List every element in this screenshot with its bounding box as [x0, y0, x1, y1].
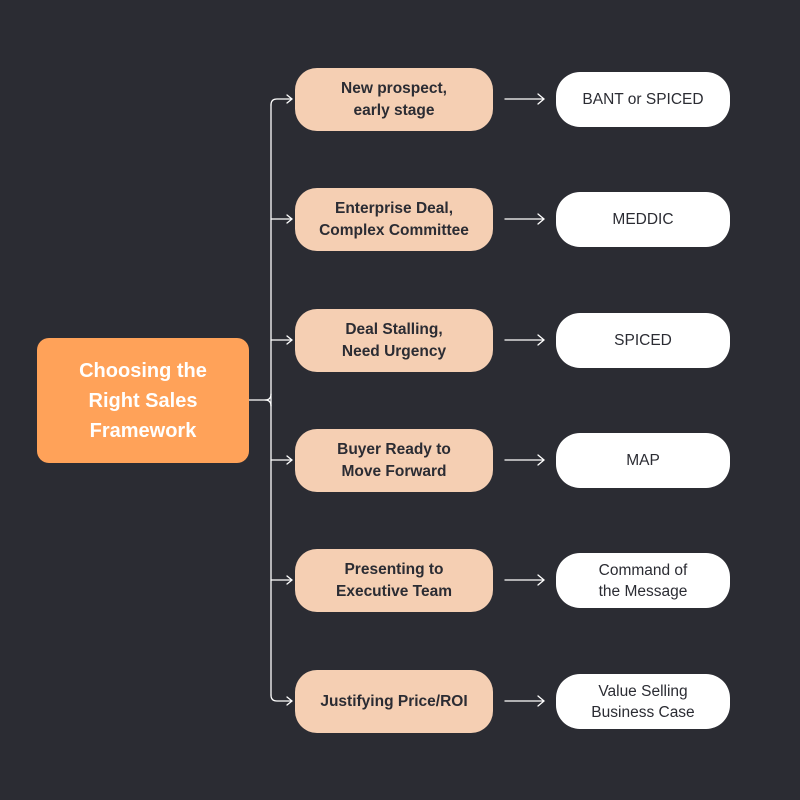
result-arrowhead: [537, 695, 545, 707]
scenario-node-new-prospect: New prospect, early stage: [295, 68, 493, 131]
scenario-node-buyer-ready: Buyer Ready to Move Forward: [295, 429, 493, 492]
scenario-node-deal-stalling: Deal Stalling, Need Urgency: [295, 309, 493, 372]
result-arrowhead: [537, 334, 545, 346]
branch-arrowhead: [286, 696, 293, 706]
framework-label: SPICED: [614, 332, 672, 349]
scenario-node-justifying-price: Justifying Price/ROI: [295, 670, 493, 733]
branch-arrowhead: [286, 575, 293, 585]
branch-connector: [270, 98, 293, 106]
scenario-label: Buyer Ready to Move Forward: [337, 440, 451, 480]
root-node: Choosing the Right Sales Framework: [37, 338, 249, 463]
root-label: Choosing the Right Sales Framework: [79, 359, 207, 442]
framework-label: Value Selling Business Case: [591, 682, 695, 721]
framework-node-spiced: SPICED: [556, 313, 730, 368]
branch-arrowhead: [286, 455, 293, 465]
result-arrowhead: [537, 574, 545, 586]
scenario-label: Enterprise Deal, Complex Committee: [319, 199, 469, 239]
scenario-node-presenting-executive: Presenting to Executive Team: [295, 549, 493, 612]
framework-node-meddic: MEDDIC: [556, 192, 730, 247]
branch-arrowhead: [286, 335, 293, 345]
framework-node-command-of-message: Command of the Message: [556, 553, 730, 608]
framework-node-bant-spiced: BANT or SPICED: [556, 72, 730, 127]
framework-label: Command of the Message: [598, 561, 688, 600]
framework-label: MAP: [626, 452, 660, 469]
scenario-label: Presenting to Executive Team: [335, 560, 453, 600]
framework-label: MEDDIC: [612, 211, 674, 228]
scenario-label: Justifying Price/ROI: [320, 692, 468, 710]
framework-node-value-selling: Value Selling Business Case: [556, 674, 730, 729]
scenario-label: New prospect, early stage: [341, 79, 447, 119]
scenario-node-enterprise-deal: Enterprise Deal, Complex Committee: [295, 188, 493, 251]
branch-arrowhead: [286, 214, 293, 224]
branch-connector: [270, 694, 293, 702]
result-arrowhead: [537, 213, 545, 225]
framework-node-map: MAP: [556, 433, 730, 488]
root-connector-up: [248, 393, 272, 401]
framework-label: BANT or SPICED: [582, 91, 704, 108]
result-arrowhead: [537, 454, 545, 466]
scenario-label: Deal Stalling, Need Urgency: [341, 320, 447, 360]
branch-arrowhead: [286, 94, 293, 104]
result-arrowhead: [537, 93, 545, 105]
root-connector-down: [264, 399, 272, 407]
